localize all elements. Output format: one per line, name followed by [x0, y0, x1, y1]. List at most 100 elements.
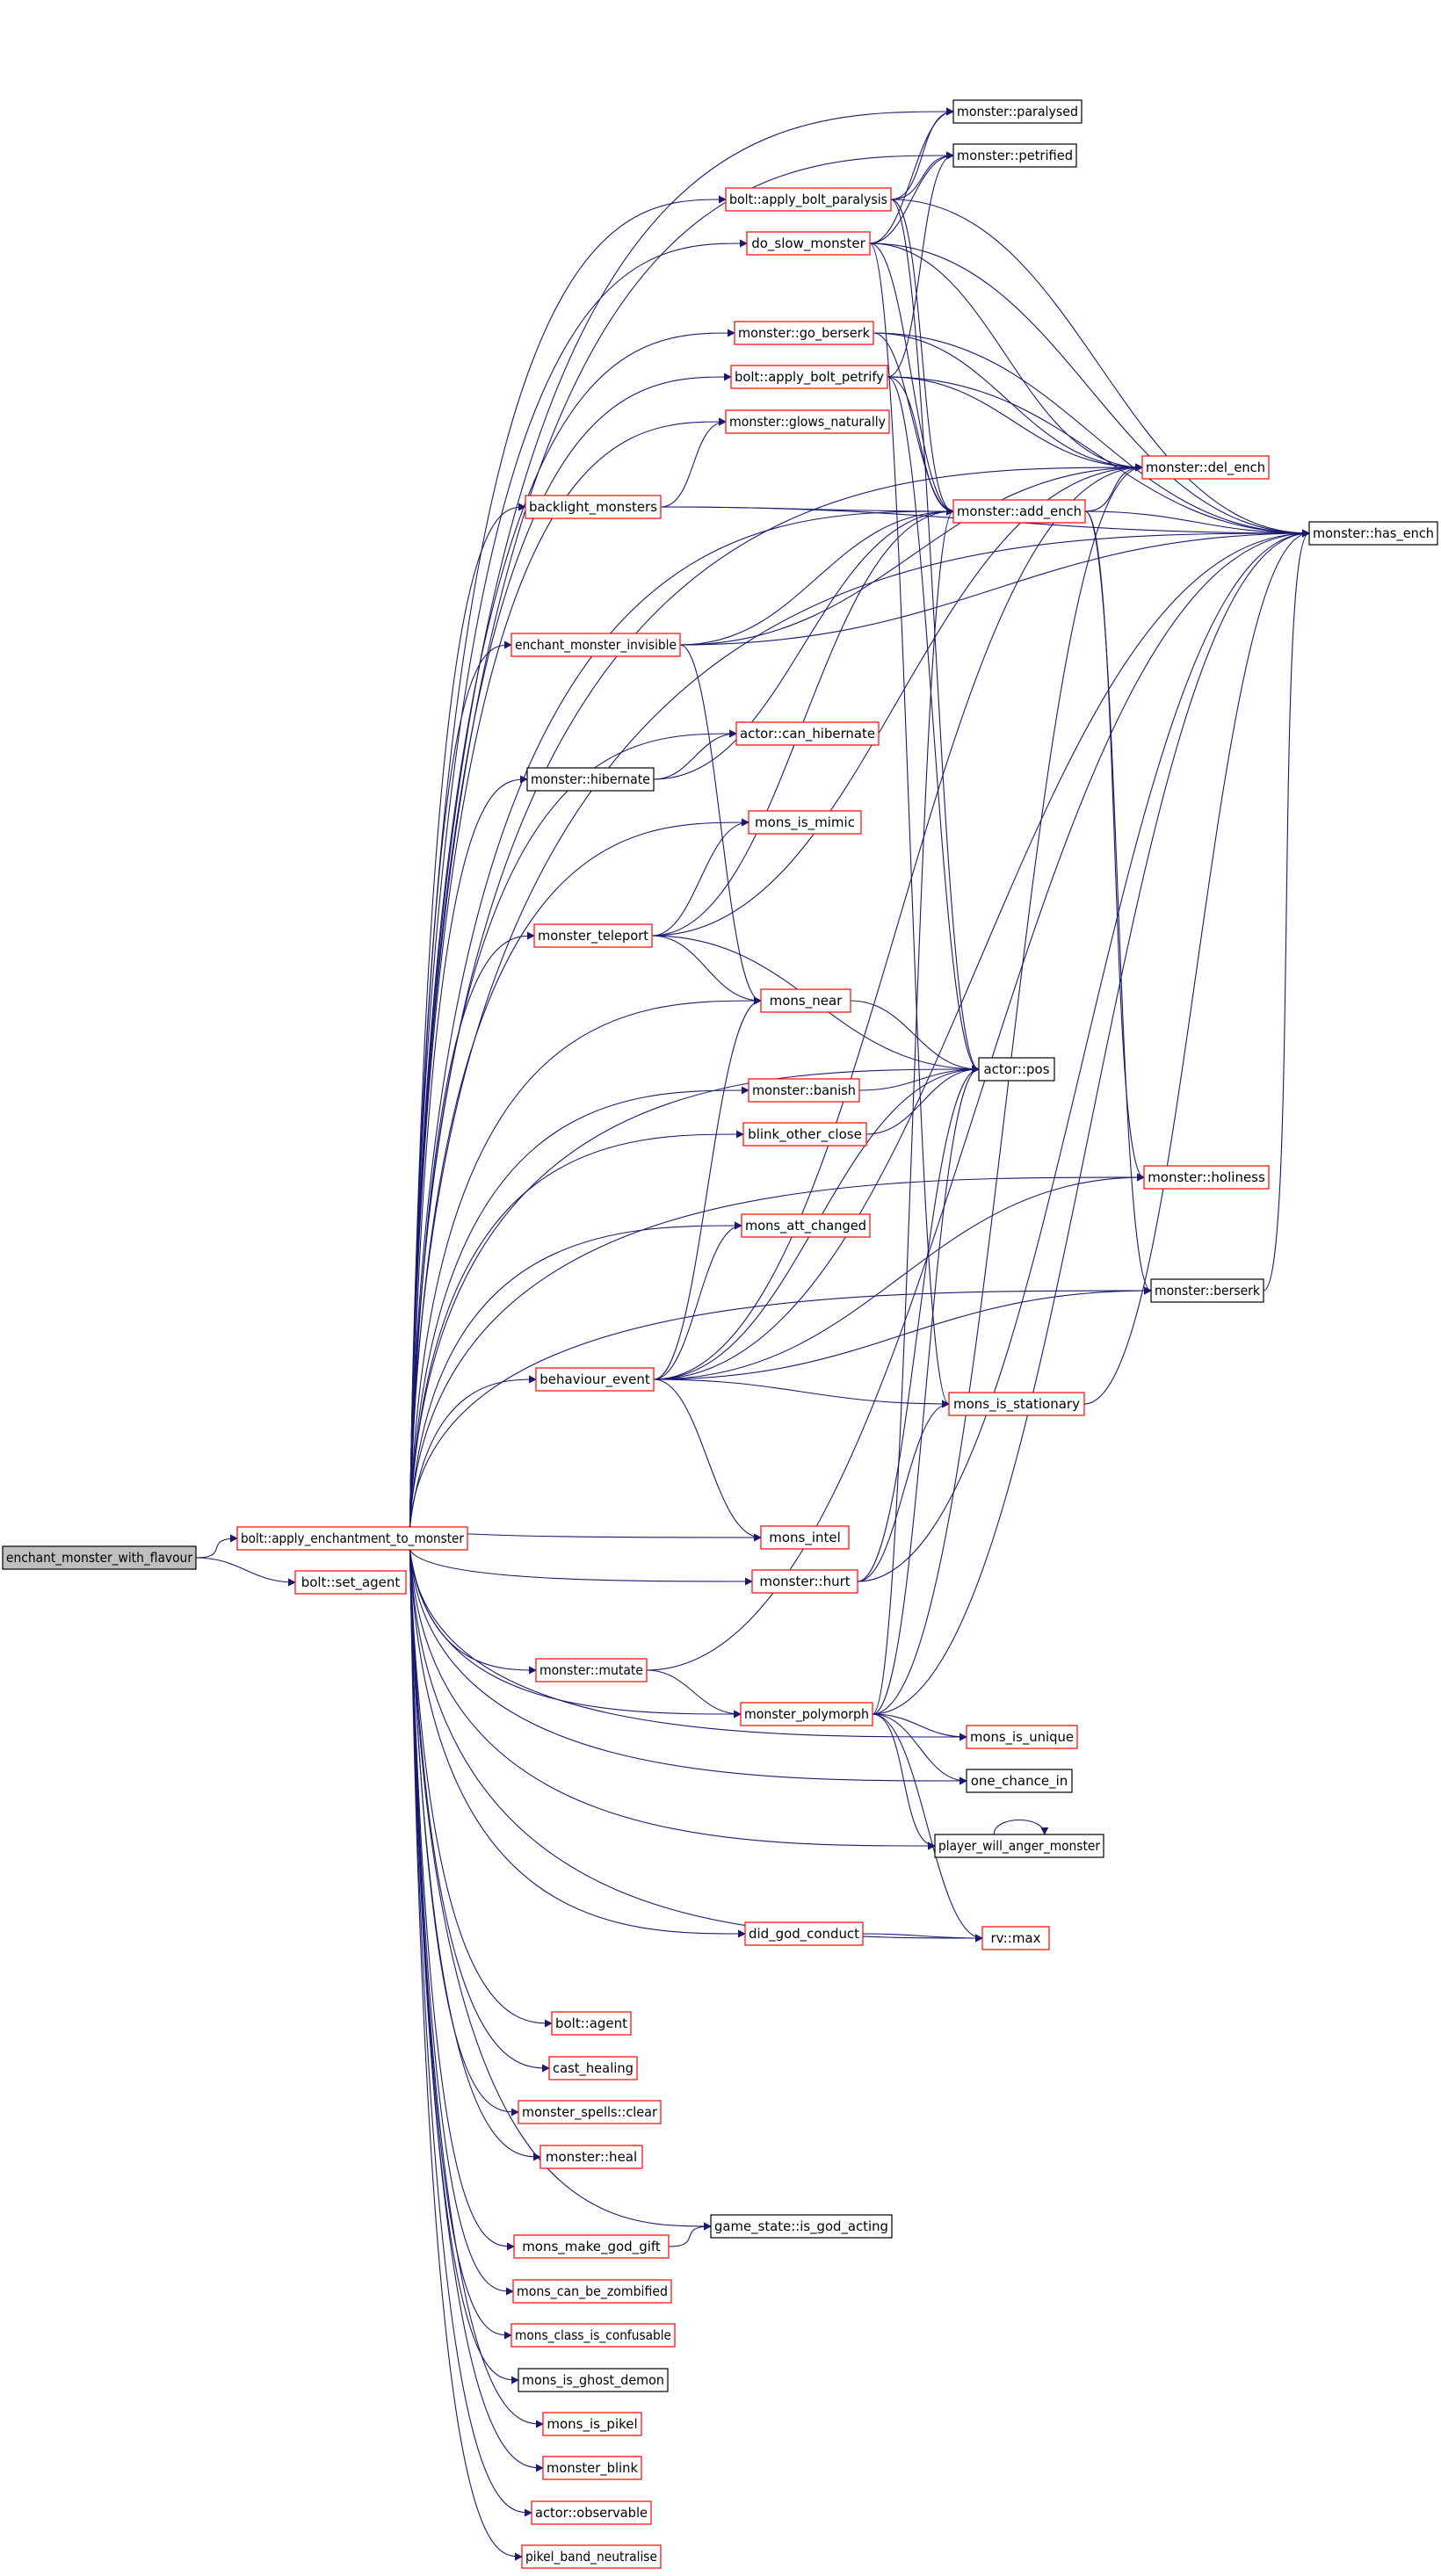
- node-box: [952, 143, 1077, 168]
- node-unique[interactable]: mons_is_unique: [966, 1725, 1078, 1749]
- node-blink-close[interactable]: blink_other_close: [742, 1122, 867, 1147]
- edge-add_ench-to-del_ench: [1084, 463, 1143, 512]
- edge-mutate-to-has_ench: [646, 529, 1310, 1671]
- node-max[interactable]: rv::max: [981, 1926, 1050, 1950]
- node-add-ench[interactable]: monster::add_ench: [952, 499, 1086, 524]
- node-label: monster::mutate: [539, 1662, 643, 1678]
- edge-bolt_petrify-to-petrified: [887, 151, 954, 378]
- edge-near-to-pos: [850, 1000, 980, 1074]
- node-label: bolt::apply_bolt_paralysis: [729, 192, 887, 208]
- node-box: [521, 2544, 662, 2569]
- node-glows[interactable]: monster::glows_naturally: [725, 409, 890, 434]
- edge-apply_ench-to-max: [409, 1549, 983, 1943]
- edge-apply_ench-to-go_berserk: [409, 329, 735, 1528]
- node-backlight[interactable]: backlight_monsters: [525, 495, 662, 519]
- node-banish[interactable]: monster::banish: [748, 1078, 860, 1103]
- node-mutate[interactable]: monster::mutate: [535, 1658, 648, 1682]
- node-cast-healing[interactable]: cast_healing: [548, 2056, 638, 2080]
- edge-apply_ench-to-agent: [409, 1549, 553, 2028]
- edge-apply_ench-to-blink_close: [409, 1130, 744, 1528]
- node-label: mons_make_god_gift: [522, 2239, 661, 2255]
- edge-apply_ench-to-cast_healing: [409, 1549, 550, 2073]
- edge-polymorph-to-max: [872, 1713, 983, 1943]
- edge-behaviour-to-near: [653, 996, 762, 1380]
- node-label: monster::has_ench: [1313, 525, 1434, 542]
- node-box: [518, 2368, 669, 2392]
- node-box: [294, 1570, 407, 1595]
- node-god-acting: game_state::is_god_acting: [710, 2214, 893, 2239]
- edge-apply_ench-to-teleport: [409, 931, 535, 1528]
- node-pikel[interactable]: mons_is_pikel: [542, 2412, 642, 2436]
- node-box: [535, 1367, 655, 1392]
- edge-hurt-to-pos: [857, 1065, 980, 1582]
- node-agent[interactable]: bolt::agent: [551, 2011, 632, 2036]
- node-box: [542, 2456, 642, 2480]
- node-can-hibernate[interactable]: actor::can_hibernate: [735, 721, 880, 746]
- node-pikel-band[interactable]: pikel_band_neutralise: [521, 2544, 662, 2569]
- edge-teleport-to-near: [651, 935, 762, 1005]
- node-label: bolt::apply_bolt_petrify: [735, 369, 884, 386]
- edge-mutate-to-polymorph: [646, 1669, 742, 1719]
- node-box: [542, 2412, 642, 2436]
- edge-apply_ench-to-has_ench: [409, 529, 1310, 1528]
- edge-apply_ench-to-petrified: [409, 151, 954, 1528]
- node-polymorph[interactable]: monster_polymorph: [740, 1702, 873, 1726]
- edge-add_ench-to-berserk: [1084, 510, 1152, 1295]
- edge-bolt_petrify-to-del_ench: [887, 376, 1143, 472]
- node-apply-ench[interactable]: bolt::apply_enchantment_to_monster: [236, 1526, 468, 1551]
- node-behaviour[interactable]: behaviour_event: [535, 1367, 655, 1392]
- node-holiness[interactable]: monster::holiness: [1143, 1165, 1270, 1190]
- node-box: [978, 1057, 1055, 1082]
- edge-berserk-to-has_ench: [1263, 529, 1310, 1292]
- node-mimic[interactable]: mons_is_mimic: [748, 810, 862, 835]
- node-zombified[interactable]: mons_can_be_zombified: [512, 2279, 672, 2304]
- node-hibernate: monster::hibernate: [526, 767, 655, 792]
- node-bolt-paralysis[interactable]: bolt::apply_bolt_paralysis: [725, 187, 892, 212]
- node-petrified: monster::petrified: [952, 143, 1077, 168]
- node-del-ench[interactable]: monster::del_ench: [1141, 455, 1270, 480]
- edge-apply_ench-to-can_hibernate: [409, 729, 737, 1528]
- node-spells-clear[interactable]: monster_spells::clear: [518, 2100, 662, 2124]
- node-att-changed[interactable]: mons_att_changed: [741, 1213, 871, 1238]
- node-heal[interactable]: monster::heal: [539, 2145, 643, 2169]
- edge-apply_ench-to-berserk: [409, 1286, 1152, 1528]
- node-intel[interactable]: mons_intel: [760, 1525, 850, 1550]
- node-box: [966, 1725, 1078, 1749]
- node-observable[interactable]: actor::observable: [531, 2500, 652, 2525]
- edge-apply_ench-to-anger: [409, 1549, 936, 1850]
- node-invisible[interactable]: enchant_monster_invisible: [511, 633, 681, 657]
- node-go-berserk[interactable]: monster::go_berserk: [734, 321, 874, 345]
- node-label: actor::pos: [983, 1061, 1049, 1077]
- edge-apply_ench-to-do_slow: [409, 239, 748, 1528]
- node-hurt[interactable]: monster::hurt: [751, 1569, 858, 1594]
- node-god-conduct[interactable]: did_god_conduct: [744, 1921, 864, 1946]
- node-teleport[interactable]: monster_teleport: [533, 923, 653, 948]
- node-mblink[interactable]: monster_blink: [542, 2456, 642, 2480]
- edge-apply_ench-to-pos: [409, 1065, 980, 1528]
- node-god-gift[interactable]: mons_make_god_gift: [513, 2234, 670, 2259]
- node-box: [531, 2500, 652, 2525]
- node-box: [748, 1078, 860, 1103]
- edge-polymorph-to-del_ench: [872, 463, 1143, 1715]
- node-do-slow[interactable]: do_slow_monster: [746, 231, 871, 256]
- node-box: [526, 767, 655, 792]
- node-box: [1143, 1165, 1270, 1190]
- node-bolt-petrify[interactable]: bolt::apply_bolt_petrify: [730, 365, 888, 389]
- node-near[interactable]: mons_near: [760, 988, 851, 1013]
- edge-polymorph-to-add_ench: [872, 507, 954, 1715]
- node-label: monster::banish: [752, 1082, 856, 1098]
- node-set-agent[interactable]: bolt::set_agent: [294, 1570, 407, 1595]
- node-box: [725, 409, 890, 434]
- node-box: [748, 810, 862, 835]
- node-confusable[interactable]: mons_class_is_confusable: [511, 2323, 676, 2348]
- edge-apply_ench-to-one_chance: [409, 1549, 967, 1785]
- node-box: [236, 1526, 468, 1551]
- edge-apply_ench-to-near: [409, 996, 762, 1528]
- edge-blink_close-to-pos: [865, 1065, 980, 1135]
- node-label: actor::can_hibernate: [740, 726, 875, 742]
- node-box: [735, 721, 880, 746]
- node-box: [740, 1702, 873, 1726]
- node-stationary[interactable]: mons_is_stationary: [948, 1392, 1085, 1416]
- node-label: actor::observable: [535, 2505, 648, 2521]
- node-label: pikel_band_neutralise: [525, 2549, 657, 2565]
